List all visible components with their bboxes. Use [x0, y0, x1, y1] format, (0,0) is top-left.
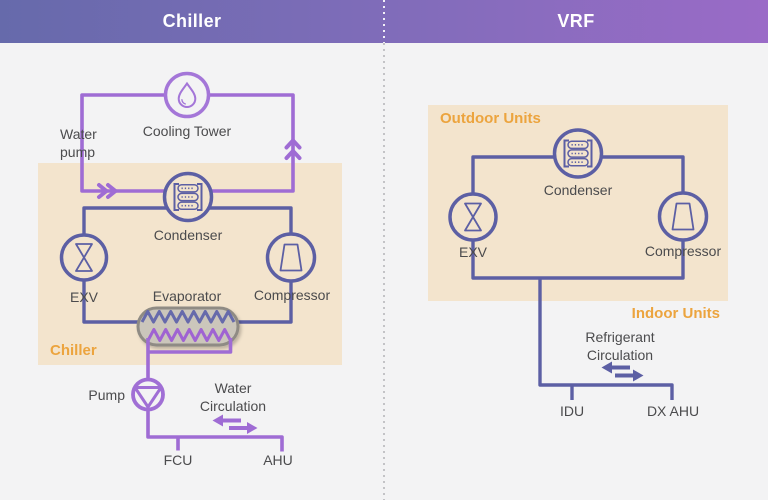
condenser-coil-icon	[563, 139, 593, 168]
evaporator-label: Evaporator	[152, 288, 222, 304]
exv-valve-icon	[75, 243, 93, 272]
panel-divider	[383, 43, 385, 500]
chiller-compressor-node	[265, 232, 317, 283]
outdoor-units-label: Outdoor Units	[440, 110, 541, 127]
condenser-water-loop	[80, 93, 295, 193]
vrf-compressor-node	[657, 191, 709, 242]
water-drop-icon	[177, 81, 197, 109]
chiller-compressor-label: Compressor	[253, 287, 331, 303]
pump-triangle-icon	[133, 386, 163, 409]
vrf-panel-title: VRF	[557, 11, 595, 31]
refrigerant-circulation-label-line1: Refrigerant	[585, 329, 655, 345]
fcu-label: FCU	[163, 452, 193, 468]
vrf-condenser-label: Condenser	[543, 182, 613, 198]
chiller-condenser-node	[162, 171, 214, 223]
pump-label: Pump	[88, 387, 125, 403]
cooling-tower-label: Cooling Tower	[142, 123, 232, 139]
flow-arrows-right-icon	[97, 183, 118, 199]
condenser-coil-icon	[173, 183, 203, 211]
chilled-water-piping	[146, 338, 284, 452]
exv-valve-icon	[464, 202, 482, 232]
water-pump-label-line2: pump	[60, 143, 96, 160]
evaporator-refrigerant-coil	[140, 310, 236, 324]
panel-divider-top	[383, 0, 385, 43]
flow-arrows-up-icon	[284, 138, 302, 160]
chiller-condenser-label: Condenser	[153, 227, 223, 243]
refrigerant-circulation-arrows-icon	[601, 361, 644, 382]
chiller-exv-node	[59, 233, 109, 282]
compressor-icon	[671, 202, 695, 231]
vrf-compressor-label: Compressor	[644, 243, 722, 259]
chiller-exv-label: EXV	[69, 289, 98, 305]
chiller-panel-title: Chiller	[162, 11, 222, 31]
indoor-units-label: Indoor Units	[631, 305, 720, 322]
refrigerant-circulation-label: Refrigerant Circulation	[545, 329, 695, 364]
vrf-condenser-node	[552, 128, 604, 179]
water-circulation-label-line1: Water	[214, 380, 252, 396]
pump-node	[131, 377, 165, 412]
water-pump-label: Water pump	[60, 126, 97, 161]
chiller-box-label: Chiller	[50, 342, 97, 359]
water-pump-label-line1: Water	[60, 126, 97, 142]
refrigerant-circulation-label-line2: Circulation	[586, 346, 654, 363]
evaporator-shell	[136, 306, 240, 347]
cooling-tower-node	[163, 71, 211, 119]
water-circulation-label: Water Circulation	[163, 380, 303, 415]
vrf-exv-label: EXV	[458, 244, 487, 260]
vrf-exv-node	[448, 192, 498, 242]
dx-ahu-label: DX AHU	[646, 403, 700, 419]
idu-label: IDU	[559, 403, 585, 419]
water-circulation-arrows-icon	[212, 414, 258, 434]
ahu-label: AHU	[263, 452, 293, 468]
compressor-icon	[279, 243, 303, 272]
water-circulation-label-line2: Circulation	[199, 397, 267, 414]
evaporator-water-coil	[146, 328, 232, 342]
